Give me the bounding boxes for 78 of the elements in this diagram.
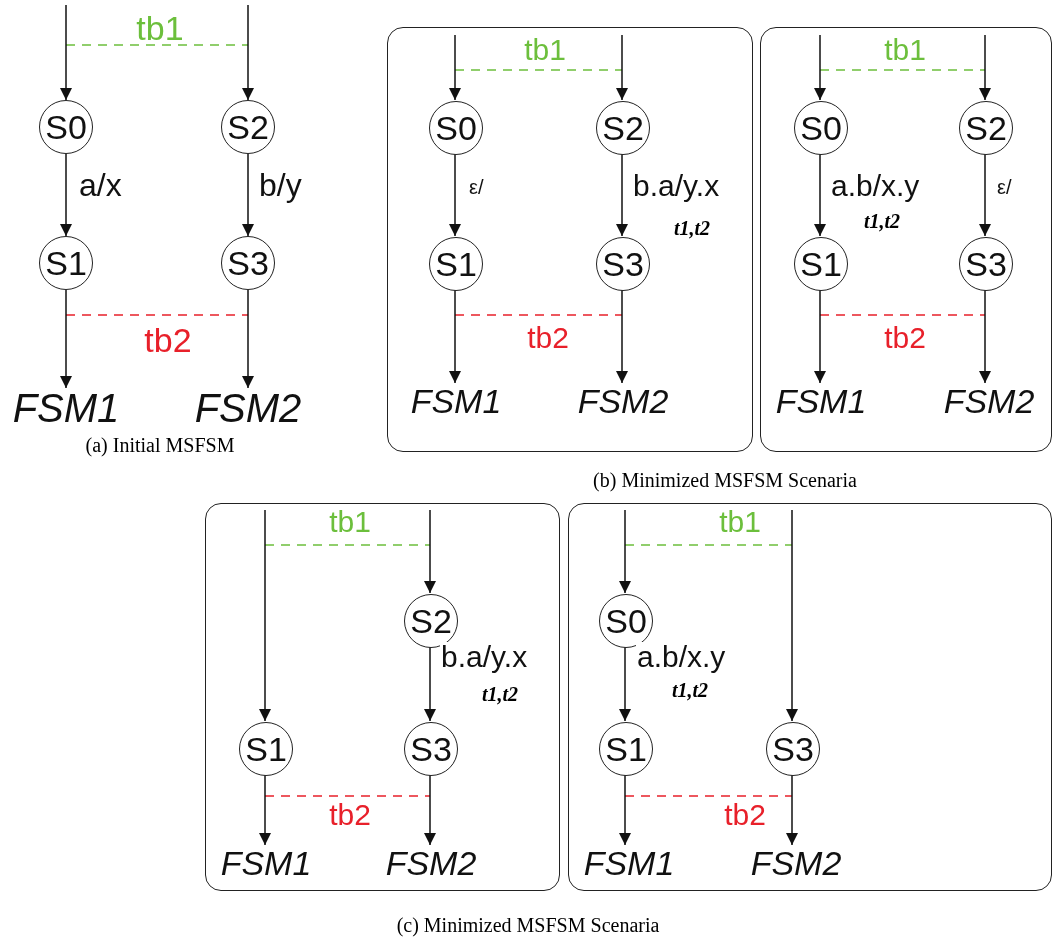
state-circle: S3 [959,237,1013,291]
transition-arrow [449,153,461,237]
transition-arrow [619,646,631,722]
machine-name: FSM2 [943,384,1035,418]
transition-arrow [616,289,628,384]
state-circle: S1 [429,237,483,291]
transition-arrow [814,34,826,101]
state-circle: S0 [429,101,483,155]
time-barrier-label: tb2 [527,323,569,353]
transition-arrow [424,509,436,594]
machine-name: FSM1 [583,846,675,880]
machine-name: FSM2 [577,384,669,418]
edge-label: a.b/x.y [830,171,921,201]
time-barrier-label: tb1 [136,11,184,45]
transition-arrow [979,289,991,384]
state-circle: S1 [794,237,848,291]
time-barrier-label: tb1 [524,35,566,65]
transition-tag: t1,t2 [671,680,709,700]
transition-arrow [242,153,254,237]
edge-label: b.a/y.x [632,171,721,201]
state-circle: S2 [221,100,275,154]
state-circle: S1 [599,722,653,776]
transition-arrow [616,153,628,237]
machine-name: FSM2 [750,846,842,880]
transition-arrow [619,509,631,594]
transition-tag: t1,t2 [673,218,711,238]
machine-name: FSM1 [12,388,120,428]
time-barrier-label: tb1 [884,35,926,65]
time-barrier-label: tb2 [884,323,926,353]
state-circle: S3 [404,722,458,776]
transition-arrow [786,774,798,846]
transition-arrow [60,4,72,101]
state-circle: S3 [221,236,275,290]
state-circle: S2 [596,101,650,155]
transition-arrow [60,289,72,389]
time-barrier-label: tb1 [719,507,761,537]
state-circle: S0 [39,100,93,154]
transition-arrow [619,774,631,846]
state-circle: S1 [239,722,293,776]
transition-arrow [979,153,991,237]
machine-name: FSM2 [385,846,477,880]
edge-label: a.b/x.y [636,642,727,672]
state-circle: S1 [39,236,93,290]
edge-label: ε/ [468,177,485,197]
state-circle: S0 [599,594,653,648]
figure-caption: (b) Minimized MSFSM Scenaria [593,470,857,490]
transition-arrow [449,34,461,101]
transition-arrow [242,289,254,389]
machine-name: FSM2 [194,388,302,428]
time-barrier-label: tb2 [724,800,766,830]
transition-arrow [60,153,72,237]
time-barrier-label: tb2 [144,323,192,357]
transition-arrow [786,509,798,722]
time-barrier-label: tb1 [329,507,371,537]
figure-caption: (a) Initial MSFSM [85,435,235,455]
edge-label: ε/ [996,177,1013,197]
transition-arrow [259,509,271,722]
transition-arrow [242,4,254,101]
transition-tag: t1,t2 [481,684,519,704]
edge-label: b.a/y.x [440,642,529,672]
transition-arrow [424,774,436,846]
transition-arrow [616,34,628,101]
transition-arrow [814,289,826,384]
transition-arrow [424,646,436,722]
time-barrier-label: tb2 [329,800,371,830]
transition-tag: t1,t2 [863,211,901,231]
machine-name: FSM1 [410,384,502,418]
transition-arrow [979,34,991,101]
transition-arrow [449,289,461,384]
state-circle: S3 [766,722,820,776]
state-circle: S3 [596,237,650,291]
state-circle: S2 [959,101,1013,155]
transition-arrow [814,153,826,237]
machine-name: FSM1 [775,384,867,418]
state-circle: S0 [794,101,848,155]
transition-arrow [259,774,271,846]
machine-name: FSM1 [220,846,312,880]
figure-caption: (c) Minimized MSFSM Scenaria [396,915,660,935]
